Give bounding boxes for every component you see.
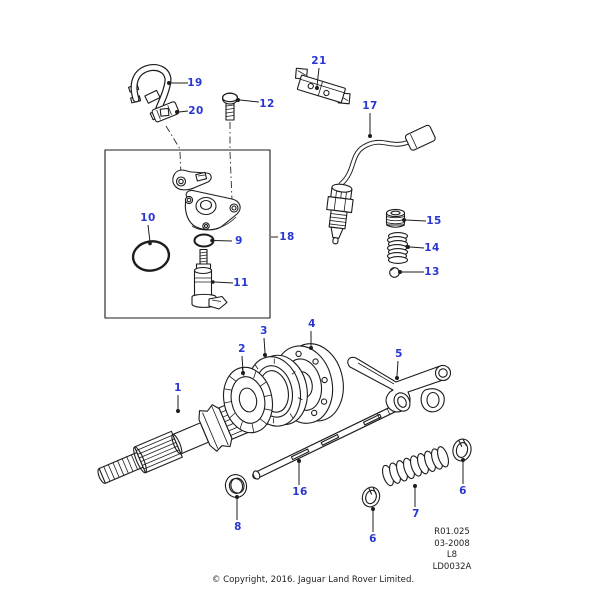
part-20-clip[interactable] <box>151 101 180 123</box>
callout-7[interactable]: 7 <box>412 508 420 520</box>
title-block-date: 03-2008 <box>434 538 470 549</box>
callout-4[interactable]: 4 <box>308 318 316 330</box>
part-7-spring[interactable] <box>380 445 450 487</box>
part-2-synchro-hub[interactable] <box>218 363 279 438</box>
part-18-lever <box>172 169 212 191</box>
part-15-plug[interactable] <box>385 208 406 228</box>
part-5-selector-fork[interactable] <box>347 356 452 414</box>
part-21-bracket[interactable] <box>290 66 355 106</box>
copyright-notice: © Copyright, 2016. Jaguar Land Rover Lim… <box>211 575 415 585</box>
callout-20[interactable]: 20 <box>188 105 204 117</box>
callout-19[interactable]: 19 <box>187 77 203 89</box>
part-10-oring[interactable] <box>131 239 171 274</box>
callout-18[interactable]: 18 <box>279 231 295 243</box>
part-17-switch-cable[interactable] <box>323 124 436 245</box>
part-8-bush[interactable] <box>223 472 249 500</box>
part-18-housing <box>184 189 241 231</box>
callout-12[interactable]: 12 <box>259 98 275 110</box>
callout-9[interactable]: 9 <box>235 235 243 247</box>
title-block-drawing-no: LD0032A <box>432 561 472 572</box>
callout-5[interactable]: 5 <box>395 348 403 360</box>
title-block: R01.025 03-2008 L8 LD0032A <box>410 527 494 573</box>
callout-6-upper[interactable]: 6 <box>459 485 467 497</box>
assembly-axis-lines <box>165 122 233 201</box>
callout-11[interactable]: 11 <box>233 277 249 289</box>
part-13-ball[interactable] <box>389 267 400 278</box>
part-12-bolt[interactable] <box>221 92 239 121</box>
callout-13[interactable]: 13 <box>424 266 440 278</box>
part-6-circlip-upper[interactable] <box>451 437 473 462</box>
callout-6-lower[interactable]: 6 <box>369 533 377 545</box>
callout-15[interactable]: 15 <box>426 215 442 227</box>
callout-17[interactable]: 17 <box>362 100 378 112</box>
callout-8[interactable]: 8 <box>234 521 242 533</box>
part-14-spring[interactable] <box>386 232 409 264</box>
callout-14[interactable]: 14 <box>424 242 440 254</box>
title-block-revision: R01.025 <box>434 527 470 537</box>
part-11-plunger[interactable] <box>191 248 228 310</box>
callout-leader-lines <box>147 67 465 532</box>
part-18-subassembly-box[interactable] <box>104 149 271 319</box>
callout-1[interactable]: 1 <box>174 382 182 394</box>
title-block-sheet: L8 <box>446 550 458 561</box>
part-16-selector-rod[interactable] <box>252 400 408 480</box>
callout-10[interactable]: 10 <box>140 212 156 224</box>
part-6-circlip-lower[interactable] <box>360 485 382 509</box>
callout-3[interactable]: 3 <box>260 325 268 337</box>
callout-2[interactable]: 2 <box>238 343 246 355</box>
callout-21[interactable]: 21 <box>311 55 327 67</box>
callout-16[interactable]: 16 <box>292 486 308 498</box>
